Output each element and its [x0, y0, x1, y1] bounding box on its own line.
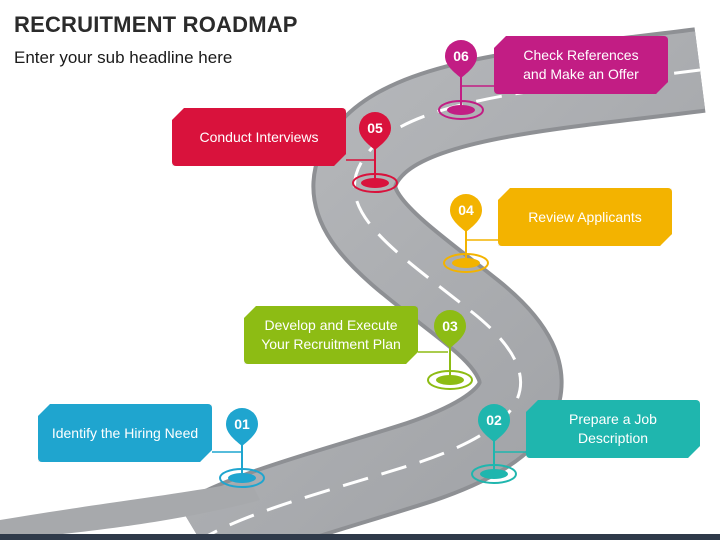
- step-card-05: Conduct Interviews: [172, 108, 346, 166]
- bottom-bar: [0, 534, 720, 540]
- step-card-03: Develop and Execute Your Recruitment Pla…: [244, 306, 418, 364]
- step-card-02: Prepare a Job Description: [526, 400, 700, 458]
- step-card-06: Check References and Make an Offer: [494, 36, 668, 94]
- step-label-04: Review Applicants: [528, 208, 642, 225]
- step-card-01: Identify the Hiring Need: [38, 404, 212, 462]
- pin-number-02: 02: [486, 412, 502, 428]
- step-label-03: Develop and Execute Your Recruitment Pla…: [261, 317, 401, 352]
- step-card-04: Review Applicants: [498, 188, 672, 246]
- pin-number-03: 03: [442, 318, 458, 334]
- step-label-01: Identify the Hiring Need: [51, 424, 199, 441]
- slide-subtitle: Enter your sub headline here: [14, 48, 233, 67]
- pin-05: [352, 112, 398, 193]
- connector-lines: [212, 85, 526, 453]
- pin-number-04: 04: [458, 202, 474, 218]
- pin-02: [471, 404, 517, 484]
- step-label-02: Prepare a Job Description: [569, 411, 657, 446]
- slide-title: RECRUITMENT ROADMAP: [14, 12, 298, 37]
- step-label-06: Check References and Make an Offer: [523, 47, 639, 82]
- pin-04: [443, 194, 489, 273]
- pin-03: [427, 310, 473, 390]
- pin-number-05: 05: [367, 120, 383, 136]
- road-shoulder: [0, 480, 260, 540]
- step-label-05: Conduct Interviews: [199, 128, 319, 145]
- pin-06: [438, 40, 484, 120]
- pin-number-06: 06: [453, 48, 469, 64]
- pin-01: [219, 408, 265, 488]
- pin-number-01: 01: [234, 416, 250, 432]
